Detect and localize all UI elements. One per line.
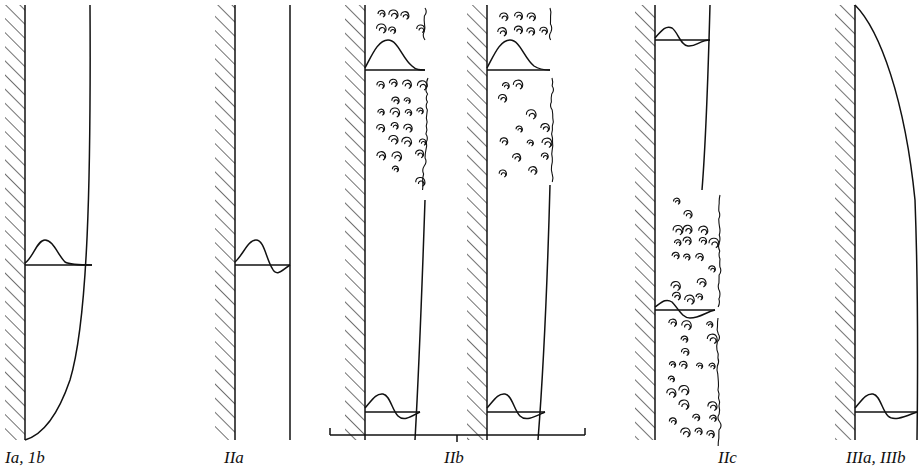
turbulence-curl xyxy=(527,28,535,35)
turbulence-curl xyxy=(697,279,706,287)
turbulence-curl xyxy=(389,79,397,86)
turbulence-curl xyxy=(417,108,423,114)
turbulence-curl xyxy=(683,237,691,245)
turbulence-curl xyxy=(513,80,522,89)
turbulence-curl xyxy=(500,138,508,145)
turbulence-curl xyxy=(514,26,522,34)
turbulence-curl xyxy=(696,294,702,300)
turbulence-curl xyxy=(541,153,548,160)
turbulent-edge xyxy=(549,8,551,40)
turbulence-curl xyxy=(708,402,717,411)
turbulence-curl xyxy=(672,252,679,259)
turbulence-curl xyxy=(401,12,409,20)
turbulence-curl xyxy=(675,240,681,246)
turbulence-curl xyxy=(390,108,399,117)
turbulence-curl xyxy=(526,110,536,119)
turbulence-curl xyxy=(667,389,676,398)
turbulence-curl xyxy=(392,152,401,161)
turbulence-curl xyxy=(674,198,680,204)
turbulent-edge xyxy=(423,8,426,40)
turbulence-curl xyxy=(417,25,425,32)
case-label: Ia, 1b xyxy=(5,448,45,468)
turbulence-curl xyxy=(515,12,523,20)
turbulence-curl xyxy=(403,80,412,88)
turbulence-curl xyxy=(707,334,717,343)
case-label: IIb xyxy=(444,448,464,468)
case-label: IIa xyxy=(224,448,244,468)
turbulence-curl xyxy=(391,123,398,130)
turbulence-curl xyxy=(669,319,677,326)
turbulence-curl xyxy=(696,254,703,261)
turbulent-edge xyxy=(718,195,721,307)
turbulence-curl xyxy=(710,415,717,421)
turbulence-curl xyxy=(402,137,412,146)
turbulence-curl xyxy=(499,170,506,177)
turbulence-curl xyxy=(671,282,680,291)
turbulence-curl xyxy=(684,254,690,260)
turbulence-curl xyxy=(498,95,506,103)
turbulence-curl xyxy=(416,178,425,187)
turbulence-curl xyxy=(669,362,675,368)
turbulence-curl xyxy=(419,139,426,145)
turbulence-curl xyxy=(392,166,398,172)
turbulence-curl xyxy=(695,428,702,435)
turbulence-curl xyxy=(681,336,688,342)
turbulence-curl xyxy=(377,152,386,160)
turbulent-edge xyxy=(551,78,554,182)
turbulence-curl xyxy=(685,295,694,304)
turbulence-curl xyxy=(529,167,537,175)
turbulence-curl xyxy=(679,361,687,368)
turbulence-curl xyxy=(709,238,719,247)
turbulence-curl xyxy=(389,10,398,19)
turbulence-curl xyxy=(540,27,548,34)
turbulence-curl xyxy=(541,124,550,132)
turbulence-curl xyxy=(683,225,692,233)
turbulence-curl xyxy=(709,363,715,369)
turbulence-curl xyxy=(498,28,507,36)
turbulence-curl xyxy=(542,138,552,147)
turbulence-curl xyxy=(707,431,714,438)
turbulence-curl xyxy=(404,124,412,132)
turbulence-curl xyxy=(389,135,398,144)
turbulence-curl xyxy=(378,109,384,115)
turbulence-curl xyxy=(673,225,683,234)
turbulent-edge xyxy=(423,78,428,190)
case-label: IIIa, IIIb xyxy=(846,448,905,468)
turbulence-curl xyxy=(392,97,399,104)
turbulence-curl xyxy=(377,81,384,88)
turbulence-curl xyxy=(527,140,533,146)
turbulence-curl xyxy=(416,150,424,158)
turbulence-curl xyxy=(684,210,692,218)
turbulence-curl xyxy=(404,98,410,104)
turbulence-curl xyxy=(709,266,716,272)
turbulence-curl xyxy=(377,24,387,33)
turbulence-curl xyxy=(699,226,708,235)
turbulence-curl xyxy=(699,238,706,245)
turbulence-curl xyxy=(679,386,689,395)
turbulence-curl xyxy=(681,428,690,437)
turbulence-curl xyxy=(679,400,689,409)
turbulence-curl xyxy=(503,83,510,89)
case-label: IIc xyxy=(718,448,737,468)
turbulence-curl xyxy=(377,125,385,133)
turbulence-curl xyxy=(697,363,703,369)
turbulence-curl xyxy=(389,27,396,34)
turbulence-curl xyxy=(693,414,700,421)
turbulent-edge xyxy=(717,318,721,446)
turbulence-curl xyxy=(681,348,688,355)
turbulence-curl xyxy=(527,13,535,21)
turbulence-curl xyxy=(513,154,521,162)
turbulence-curl xyxy=(682,321,691,330)
turbulence-curl xyxy=(669,418,676,425)
turbulence-curl xyxy=(405,110,411,116)
turbulence-curl xyxy=(707,322,713,328)
turbulence-curl xyxy=(672,292,680,300)
turbulence-curl xyxy=(378,10,385,17)
turbulence-curl xyxy=(516,126,522,132)
turbulence-curl xyxy=(500,13,508,21)
turbulence-curl xyxy=(668,376,674,382)
